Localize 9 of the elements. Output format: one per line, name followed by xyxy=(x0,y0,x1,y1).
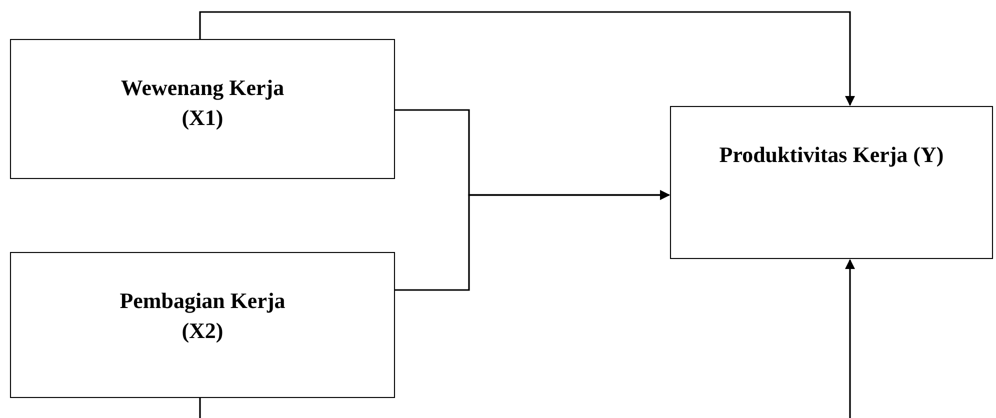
variable-label: Produktivitas Kerja (Y) xyxy=(718,141,945,169)
arrow xyxy=(199,259,855,418)
variable-label: Wewenang Kerja (X1) xyxy=(120,74,286,132)
arrow xyxy=(395,190,670,291)
variable-box xyxy=(10,252,395,398)
arrow xyxy=(199,11,855,106)
variable-label: Pembagian Kerja (X2) xyxy=(118,287,286,345)
variable-box xyxy=(670,106,993,259)
variable-box xyxy=(10,39,395,179)
